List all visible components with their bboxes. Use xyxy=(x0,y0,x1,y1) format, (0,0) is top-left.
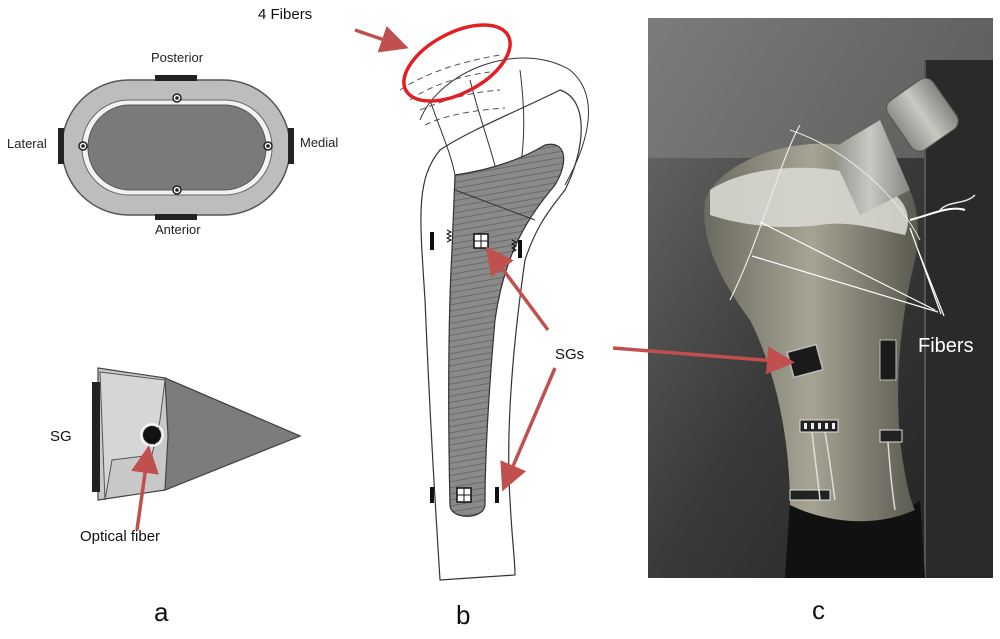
label-fibers: Fibers xyxy=(918,335,974,357)
arrow-sg-lower xyxy=(500,367,557,492)
panel-letter-a: a xyxy=(154,597,169,627)
panel-letter-b: b xyxy=(456,600,471,630)
strain-gauge-pad xyxy=(92,382,100,492)
wedge-detail-diagram xyxy=(92,367,302,501)
label-four-fibers: 4 Fibers xyxy=(258,6,313,23)
panel-letter-c: c xyxy=(812,595,825,625)
annotation-arrows xyxy=(131,25,795,531)
label-lateral: Lateral xyxy=(7,136,47,151)
cross-section-diagram xyxy=(58,75,294,220)
arrow-optical-fiber xyxy=(131,445,159,531)
arrow-sg-upper xyxy=(485,246,550,332)
label-anterior: Anterior xyxy=(155,222,201,237)
arrow-four-fibers xyxy=(354,25,409,53)
label-sg: SG xyxy=(50,428,72,445)
label-sgs: SGs xyxy=(555,346,585,363)
femur-drawing xyxy=(399,23,589,581)
optical-fiber-hole xyxy=(143,426,161,444)
label-posterior: Posterior xyxy=(151,50,204,65)
fibers-highlight-circle xyxy=(402,23,512,103)
label-medial: Medial xyxy=(300,135,339,150)
arrow-sg-photo xyxy=(612,346,795,375)
specimen-photo xyxy=(648,18,993,578)
label-optical-fiber: Optical fiber xyxy=(80,528,161,545)
